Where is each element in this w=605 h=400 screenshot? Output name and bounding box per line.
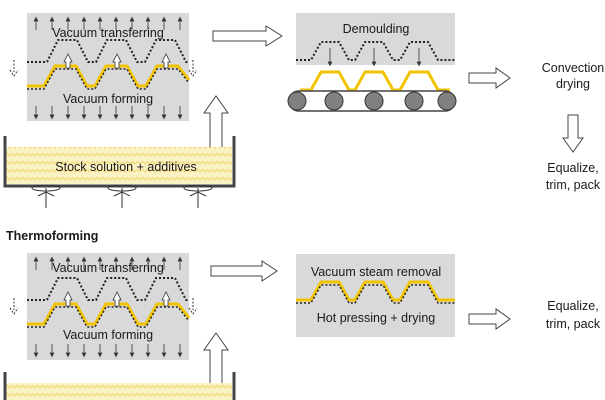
convection-label-1: Convection: [542, 61, 605, 75]
suction-arrows-down-top: [33, 106, 183, 120]
conveyor-rollers: [287, 91, 457, 111]
equalize-label-2-bottom: trim, pack: [546, 317, 601, 331]
demoulding-label: Demoulding: [343, 22, 410, 36]
arrow-to-equalize-top: [562, 114, 584, 153]
demoulding-panel: Demoulding: [296, 13, 455, 67]
equalize-label-1-top: Equalize,: [547, 161, 598, 175]
hot-press-panel: Vacuum steam removal Hot pressing + dryi…: [296, 254, 455, 337]
demoulded-product: [300, 70, 450, 92]
stock-tank-bottom: [3, 372, 236, 400]
vacuum-forming-label-bottom: Vacuum forming: [63, 328, 153, 342]
vacuum-steam-removal-label: Vacuum steam removal: [311, 265, 441, 279]
agitators: [31, 184, 213, 208]
mould-panel-top: Vacuum transferring Vacuum forming: [27, 13, 191, 121]
stock-solution-label: Stock solution + additives: [55, 160, 196, 174]
transfer-arrows: [63, 53, 171, 69]
upper-mould-profile: [27, 39, 189, 63]
arrow-to-demoulding: [212, 25, 283, 47]
vacuum-forming-label: Vacuum forming: [63, 92, 153, 106]
hot-pressing-label: Hot pressing + drying: [317, 311, 436, 325]
vacuum-transferring-label-bottom: Vacuum transferring: [52, 261, 164, 275]
pulp-layer-top: [27, 64, 191, 88]
section-label-thermoforming: Thermoforming: [6, 229, 98, 243]
side-arrows-bottom: [9, 298, 198, 315]
vacuum-transferring-label: Vacuum transferring: [52, 26, 164, 40]
convection-label-2: drying: [556, 77, 590, 91]
arrow-to-drying: [468, 67, 511, 89]
stock-tank-top: Stock solution + additives: [3, 136, 236, 208]
side-arrows-top: [9, 60, 198, 77]
arrow-to-equalize-bottom: [468, 308, 511, 330]
equalize-label-1-bottom: Equalize,: [547, 299, 598, 313]
conveyor: [287, 70, 457, 112]
mould-panel-bottom: Vacuum transferring Vacuum forming: [27, 253, 191, 360]
equalize-label-2-top: trim, pack: [546, 178, 601, 192]
arrow-to-steam-removal: [210, 260, 278, 282]
suction-arrows-up-top: [33, 16, 183, 30]
